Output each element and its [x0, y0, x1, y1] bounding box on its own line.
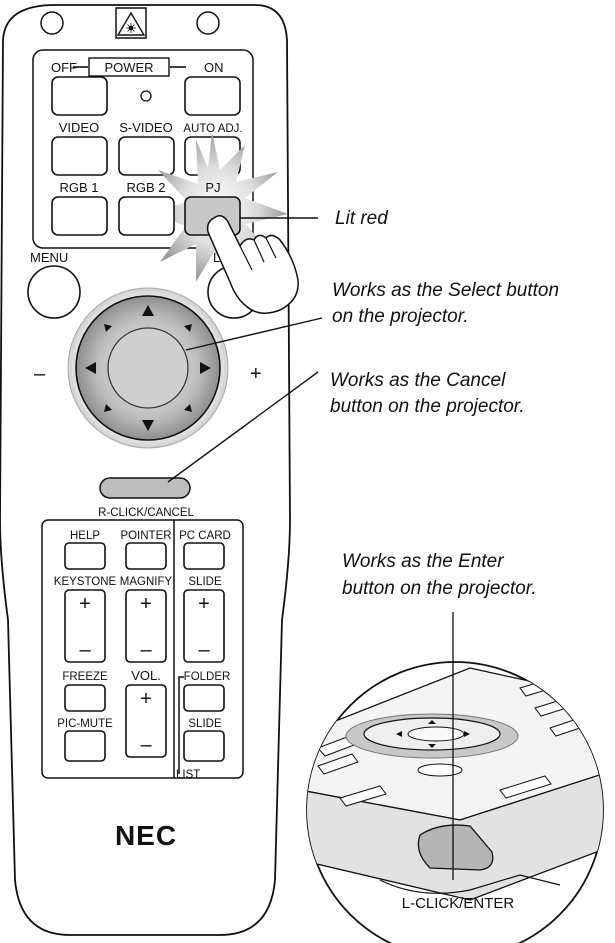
pointer-button[interactable]: [125, 542, 167, 570]
on-label: ON: [204, 60, 224, 75]
cancel-text-2: button on the projector.: [330, 396, 525, 417]
slide-plus: +: [198, 593, 210, 615]
picmute-label: PIC-MUTE: [57, 718, 113, 730]
pointing-hand-icon: [206, 215, 299, 314]
freeze-label: FREEZE: [62, 671, 108, 683]
folder-button[interactable]: [183, 684, 225, 712]
cancel-leader: [167, 371, 319, 483]
downleft-arrow-icon[interactable]: [104, 404, 112, 412]
select-text-2: on the projector.: [332, 306, 469, 327]
cancel-text-1: Works as the Cancel: [330, 370, 506, 391]
rgb2-button[interactable]: [118, 196, 175, 236]
picmute-button[interactable]: [64, 730, 106, 762]
top-right-indicator: [196, 11, 220, 35]
enter-text-1: Works as the Enter: [342, 551, 504, 572]
pointer-label: POINTER: [120, 530, 171, 542]
upleft-arrow-icon[interactable]: [104, 324, 112, 332]
menu-label: MENU: [30, 250, 68, 265]
lit-red-text: Lit red: [335, 208, 389, 229]
pccard-label: PC CARD: [179, 530, 231, 542]
downright-arrow-icon[interactable]: [184, 404, 192, 412]
enter-text-2: button on the projector.: [342, 578, 537, 599]
slide-rocker[interactable]: [183, 589, 225, 663]
keystone-plus: +: [79, 593, 91, 615]
vol-minus: –: [140, 734, 152, 756]
keystone-rocker[interactable]: [64, 589, 106, 663]
select-text-1: Works as the Select button: [332, 280, 559, 301]
lclick-enter-label: L-CLICK/ENTER: [402, 895, 515, 912]
magnify-label: MAGNIFY: [120, 576, 173, 588]
keystone-minus: –: [79, 639, 91, 661]
power-led: [140, 90, 152, 102]
magnify-plus: +: [140, 593, 152, 615]
minus-label: –: [34, 363, 46, 385]
autoadj-label: AUTO ADJ.: [183, 123, 242, 135]
video-button[interactable]: [51, 136, 108, 176]
off-button[interactable]: [51, 76, 108, 116]
zoom-detail: L-CLICK/ENTER: [306, 612, 604, 943]
slide2-label: SLIDE: [188, 718, 222, 730]
rclick-cancel-button[interactable]: [99, 477, 191, 499]
up-arrow-icon[interactable]: [142, 305, 154, 316]
top-left-indicator: [40, 11, 64, 35]
slide-minus: –: [198, 639, 210, 661]
magnify-minus: –: [140, 639, 152, 661]
pccard-button[interactable]: [183, 542, 225, 570]
power-label: POWER: [104, 60, 153, 75]
rgb2-label: RGB 2: [126, 180, 165, 195]
slide-label: SLIDE: [188, 576, 222, 588]
magnify-rocker[interactable]: [125, 589, 167, 663]
list-bracket: [178, 676, 184, 774]
vol-label: VOL.: [131, 668, 161, 683]
left-arrow-icon[interactable]: [85, 362, 96, 374]
rgb1-button[interactable]: [51, 196, 108, 236]
help-label: HELP: [70, 530, 100, 542]
rclick-label: R-CLICK/CANCEL: [98, 507, 194, 519]
freeze-button[interactable]: [64, 684, 106, 712]
folder-label: FOLDER: [184, 671, 231, 683]
right-arrow-icon[interactable]: [200, 362, 211, 374]
on-button[interactable]: [184, 76, 241, 116]
menu-button[interactable]: [27, 265, 81, 319]
svideo-label: S-VIDEO: [119, 120, 172, 135]
laser-warning-icon: [115, 7, 147, 39]
slide-list-button[interactable]: [183, 730, 225, 762]
select-button[interactable]: [107, 327, 189, 409]
vol-rocker[interactable]: [125, 684, 167, 758]
video-label: VIDEO: [59, 120, 99, 135]
list-label: LIST: [176, 769, 200, 781]
select-leader: [185, 317, 323, 351]
down-arrow-icon[interactable]: [142, 420, 154, 431]
pj-label: PJ: [205, 180, 220, 195]
upright-arrow-icon[interactable]: [184, 324, 192, 332]
nec-logo: NEC: [115, 820, 177, 851]
plus-label: +: [250, 363, 262, 385]
keystone-label: KEYSTONE: [54, 576, 117, 588]
power-label-box: [88, 57, 170, 77]
rgb1-label: RGB 1: [59, 180, 98, 195]
vol-plus: +: [140, 688, 152, 710]
help-button[interactable]: [64, 542, 106, 570]
off-label: OFF: [51, 60, 77, 75]
svideo-button[interactable]: [118, 136, 175, 176]
l-label: L: [213, 250, 220, 265]
